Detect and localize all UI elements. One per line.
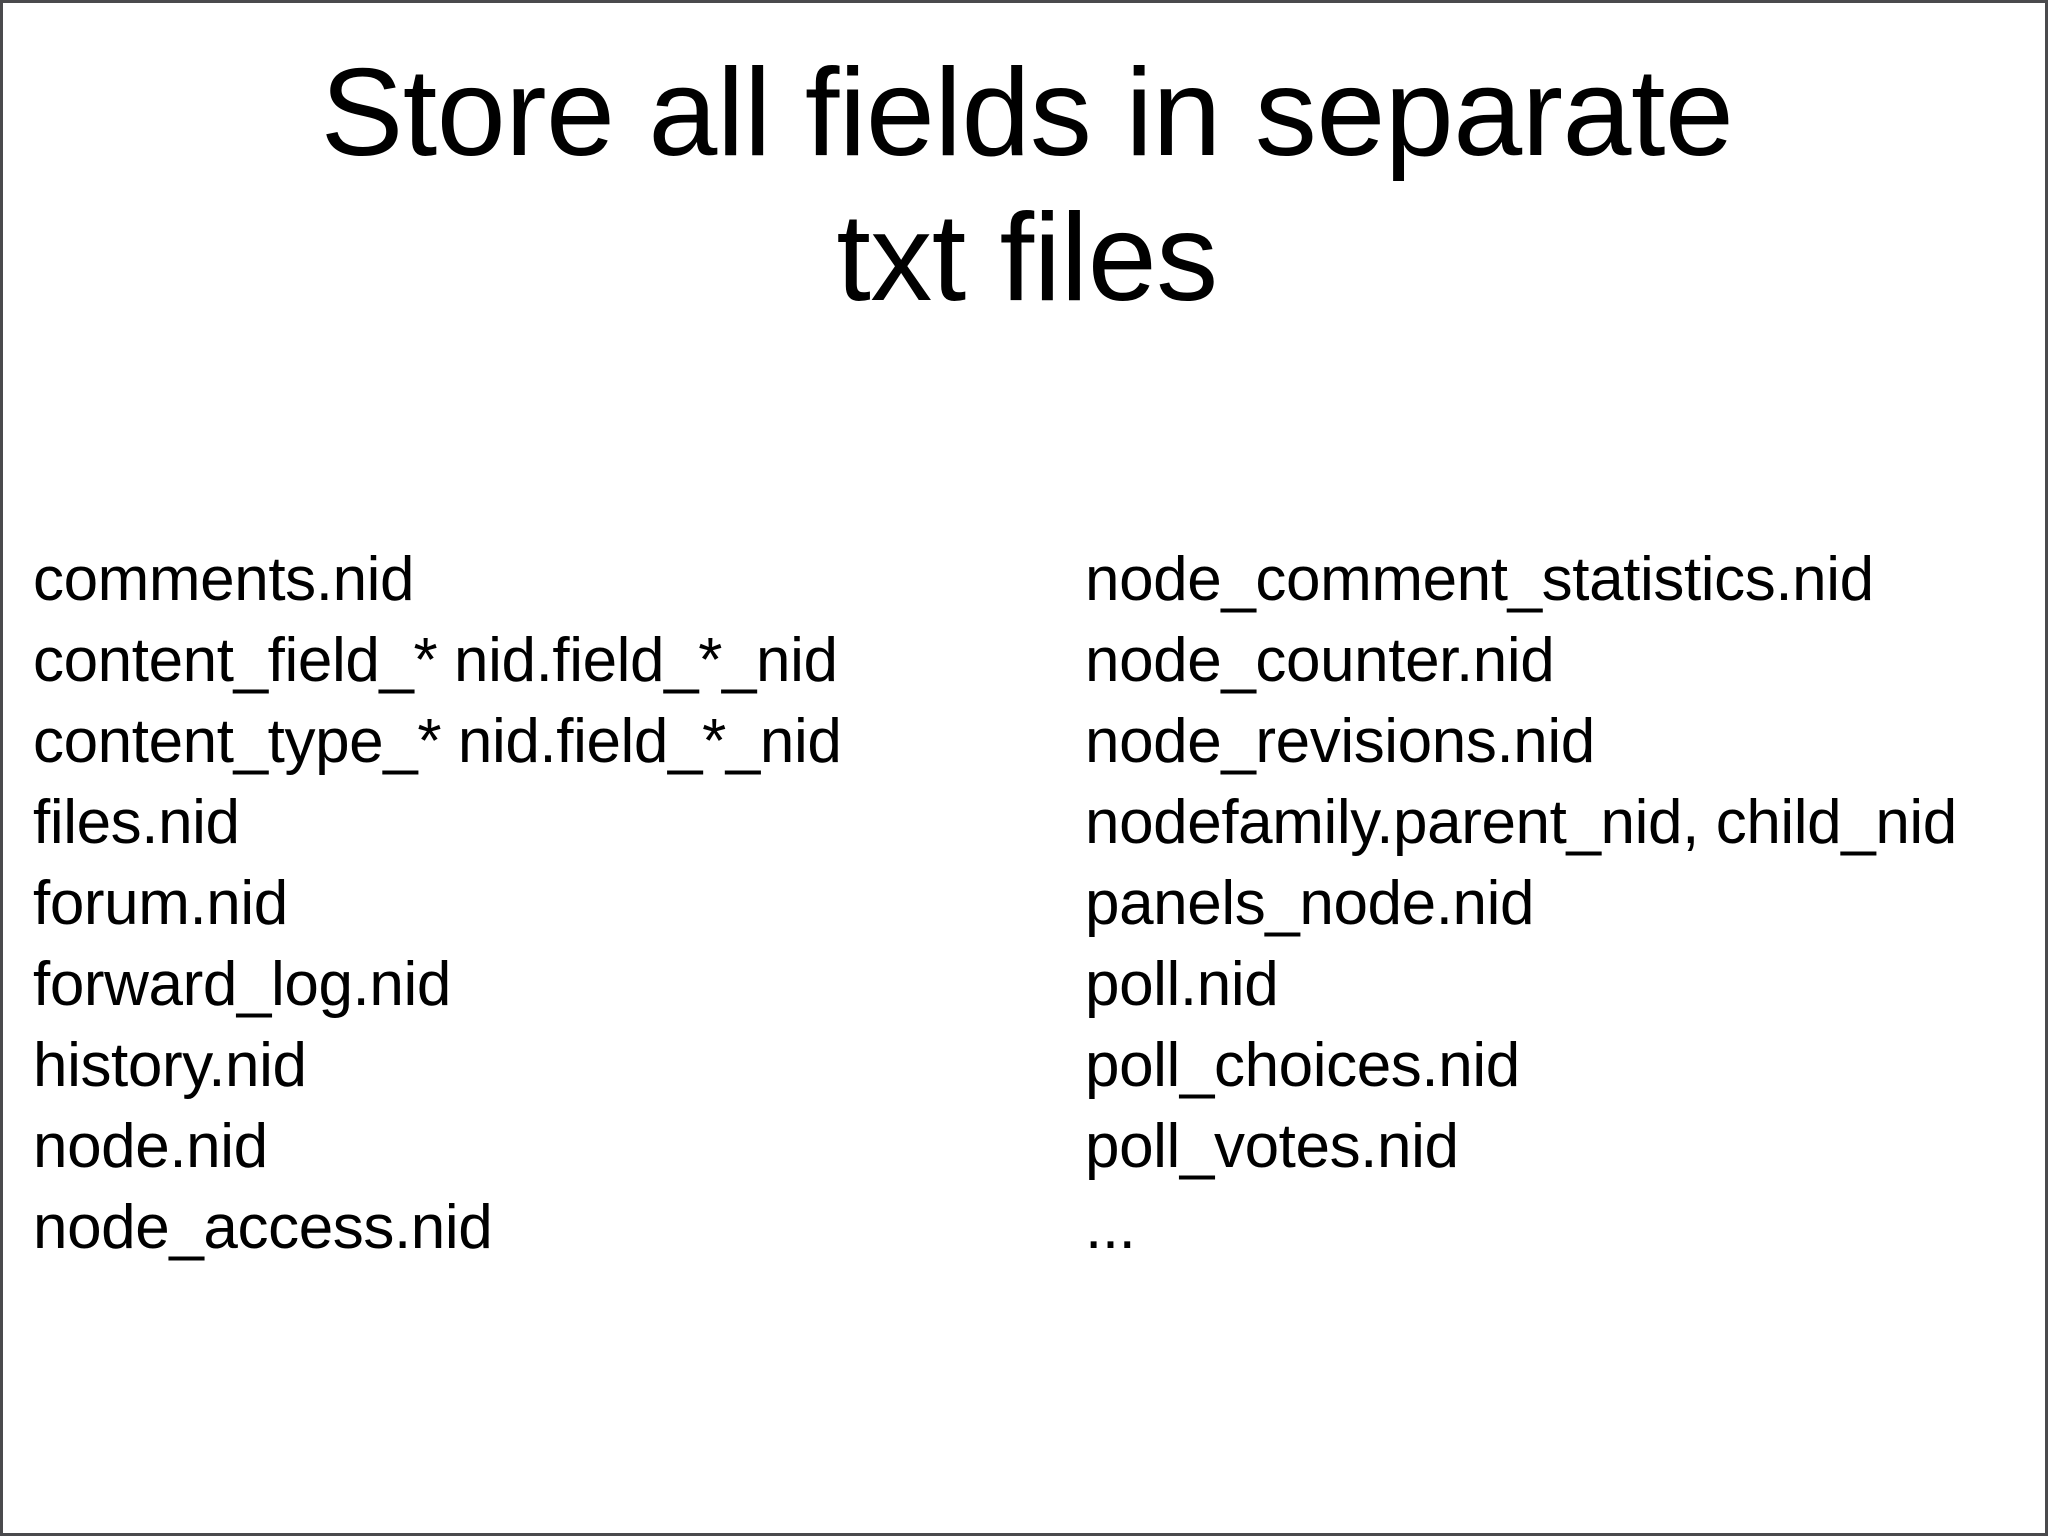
- right-column: node_comment_statistics.nid node_counter…: [1085, 539, 2025, 1268]
- list-item: panels_node.nid: [1085, 869, 1535, 938]
- page-title: Store all fields in separate txt files: [320, 44, 1734, 328]
- list-item: node_access.nid: [33, 1193, 493, 1262]
- list-item: poll_choices.nid: [1085, 1031, 1520, 1100]
- list-item: history.nid: [33, 1031, 307, 1100]
- list-item: content_type_* nid.field_*_nid: [33, 707, 842, 776]
- list-item: node_revisions.nid: [1085, 707, 1595, 776]
- list-item: node_counter.nid: [1085, 626, 1555, 695]
- list-item: forum.nid: [33, 869, 288, 938]
- list-item: nodefamily.parent_nid, child_nid: [1085, 788, 1957, 857]
- list-item: comments.nid: [33, 545, 415, 614]
- left-column: comments.nid content_field_* nid.field_*…: [33, 539, 1053, 1268]
- list-item: forward_log.nid: [33, 950, 451, 1019]
- list-item: poll_votes.nid: [1085, 1112, 1459, 1181]
- list-item-ellipsis: ...: [1085, 1193, 1136, 1262]
- list-item: node.nid: [33, 1112, 268, 1181]
- list-item: files.nid: [33, 788, 240, 857]
- field-list-columns: comments.nid content_field_* nid.field_*…: [3, 539, 2045, 1262]
- list-item: node_comment_statistics.nid: [1085, 545, 1874, 614]
- list-item: poll.nid: [1085, 950, 1279, 1019]
- list-item: content_field_* nid.field_*_nid: [33, 626, 838, 695]
